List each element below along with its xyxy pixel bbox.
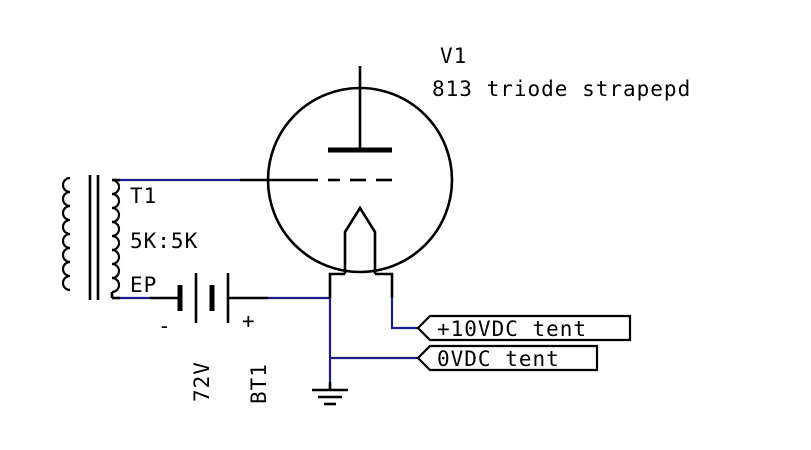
- tube-ref-label: V1: [440, 44, 467, 68]
- filament-lead-right: [375, 272, 394, 298]
- net-label-plus-10vdc-text: +10VDC tent: [437, 317, 587, 341]
- secondary-coil: [110, 178, 121, 300]
- tube-value-label: 813 triode strapepd: [432, 77, 691, 101]
- wires: [120, 178, 418, 382]
- transformer-value-label: 5K:5K: [130, 229, 198, 253]
- transformer-ref-label: T1: [130, 184, 157, 208]
- primary-coil: [61, 176, 71, 292]
- net-label-plus-10vdc[interactable]: +10VDC tent: [416, 314, 632, 342]
- battery-bt1[interactable]: [150, 273, 268, 323]
- battery-value-label: 72V: [190, 361, 214, 402]
- filament-lead-left: [328, 272, 345, 298]
- battery-ref-label: BT1: [247, 363, 271, 404]
- filament-plus-wire: [390, 298, 418, 330]
- battery-plus-sign: +: [242, 309, 256, 333]
- tube-v1[interactable]: [240, 66, 454, 298]
- net-label-zero-vdc[interactable]: 0VDC tent: [416, 344, 599, 372]
- transformer-pin-label: EP: [130, 273, 157, 297]
- net-label-zero-vdc-text: 0VDC tent: [437, 347, 560, 371]
- ground-symbol: [312, 382, 348, 406]
- net-label-plus-10vdc-frame: [416, 314, 632, 342]
- transformer-core: [88, 175, 100, 300]
- tube-filament: [343, 205, 377, 274]
- transformer-t1[interactable]: [61, 175, 121, 300]
- battery-minus-sign: -: [158, 314, 172, 338]
- net-label-zero-vdc-frame: [416, 344, 599, 372]
